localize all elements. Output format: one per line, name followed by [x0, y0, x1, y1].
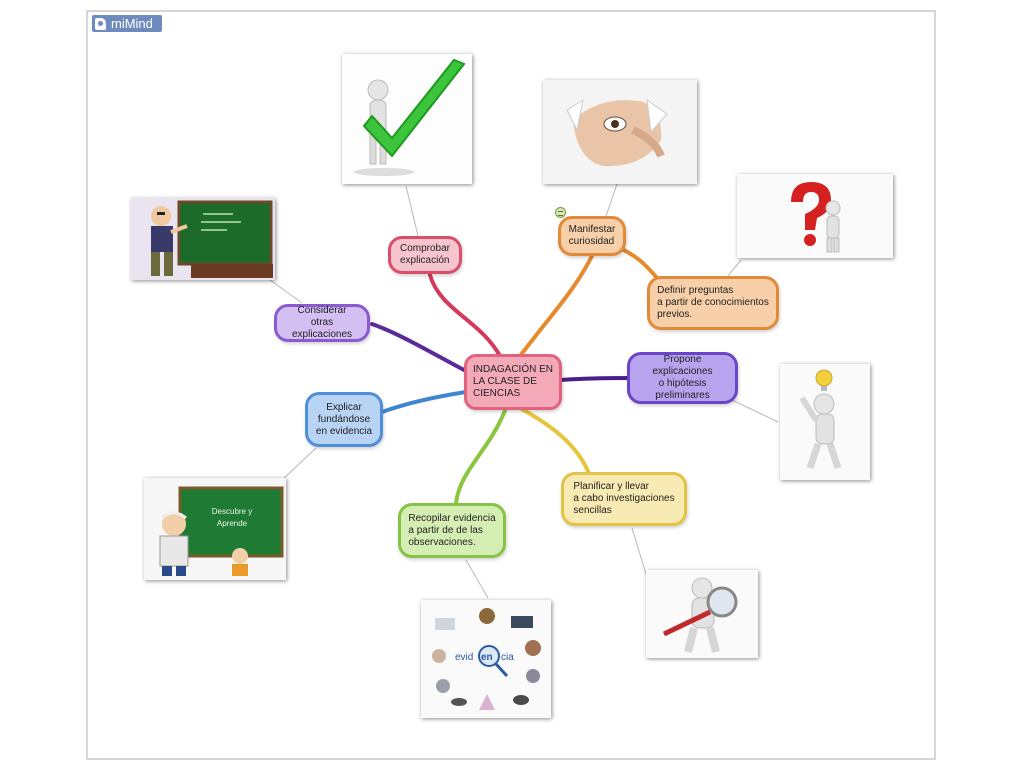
- image-check[interactable]: [342, 54, 472, 184]
- node-manifestar-label: Manifestar curiosidad: [568, 224, 616, 247]
- checkmark-figure-icon: [342, 54, 472, 184]
- teacher-blackboard-icon: [131, 198, 275, 280]
- image-peeking[interactable]: [543, 80, 697, 184]
- central-topic[interactable]: INDAGACIÓN EN LA CLASE DE CIENCIAS: [464, 354, 562, 410]
- branch-propone: [558, 376, 632, 382]
- image-chalkboard[interactable]: Descubre y Aprende: [144, 478, 286, 580]
- link-propone-image: [731, 399, 779, 423]
- branch-explicar: [380, 390, 468, 414]
- lightbulb-figure-icon: [780, 364, 870, 480]
- branch-manifestar: [518, 252, 595, 358]
- node-manifestar[interactable]: Manifestar curiosidad: [558, 216, 626, 256]
- node-comprobar-label: Comprobar explicación: [399, 243, 451, 266]
- evidencia-text-a: evid: [455, 652, 473, 663]
- peeking-eye-icon: [543, 80, 697, 184]
- branch-planificar: [518, 406, 592, 478]
- link-definir-image: [727, 259, 742, 277]
- link-considerar-image: [269, 279, 303, 304]
- app-logo[interactable]: miMind: [92, 15, 162, 32]
- branch-recopilar: [454, 406, 508, 505]
- image-lightbulb[interactable]: [780, 364, 870, 480]
- image-teacher[interactable]: [131, 198, 275, 280]
- mimind-logo-icon: [95, 17, 106, 30]
- node-definir[interactable]: Definir preguntas a partir de conocimien…: [647, 276, 779, 330]
- node-comprobar[interactable]: Comprobar explicación: [388, 236, 462, 274]
- evidencia-collage-icon: evid en cia: [421, 600, 551, 718]
- chalkboard-scene-icon: Descubre y Aprende: [144, 478, 286, 580]
- link-explicar-image: [281, 447, 317, 481]
- link-manifestar-image: [605, 183, 618, 217]
- image-evidencia[interactable]: evid en cia: [421, 600, 551, 718]
- node-definir-label: Definir preguntas a partir de conocimien…: [657, 285, 769, 320]
- node-explicar-label: Explicar fundándose en evidencia: [315, 401, 373, 437]
- link-recopilar-image: [465, 559, 489, 599]
- chalkboard-text-line1: Descubre y: [212, 507, 252, 516]
- node-recopilar-label: Recopilar evidencia a partir de de las o…: [408, 512, 496, 548]
- link-comprobar-image: [405, 185, 419, 237]
- node-planificar[interactable]: Planificar y llevar a cabo investigacion…: [561, 472, 687, 526]
- evidencia-text-c: cia: [501, 652, 514, 663]
- branch-considerar: [370, 322, 466, 372]
- branch-comprobar: [428, 273, 502, 358]
- image-magnifier[interactable]: [646, 570, 758, 658]
- link-planificar-image: [631, 527, 647, 575]
- question-figure-icon: [737, 174, 893, 258]
- chalkboard-text-line2: Aprende: [217, 519, 248, 528]
- central-topic-label: INDAGACIÓN EN LA CLASE DE CIENCIAS: [473, 364, 554, 399]
- magnifier-figure-icon: [646, 570, 758, 658]
- node-propone-label: Propone explicaciones o hipótesis prelim…: [652, 354, 713, 401]
- node-recopilar[interactable]: Recopilar evidencia a partir de de las o…: [398, 503, 506, 558]
- node-planificar-label: Planificar y llevar a cabo investigacion…: [573, 481, 675, 516]
- note-icon[interactable]: [555, 207, 566, 218]
- node-propone[interactable]: Propone explicaciones o hipótesis prelim…: [627, 352, 738, 404]
- node-considerar-label: Considerar otras explicaciones: [291, 305, 353, 340]
- app-logo-text: miMind: [111, 16, 153, 31]
- image-question[interactable]: [737, 174, 893, 258]
- node-explicar[interactable]: Explicar fundándose en evidencia: [305, 392, 383, 447]
- node-considerar[interactable]: Considerar otras explicaciones: [274, 304, 370, 342]
- evidencia-text-b: en: [481, 652, 493, 663]
